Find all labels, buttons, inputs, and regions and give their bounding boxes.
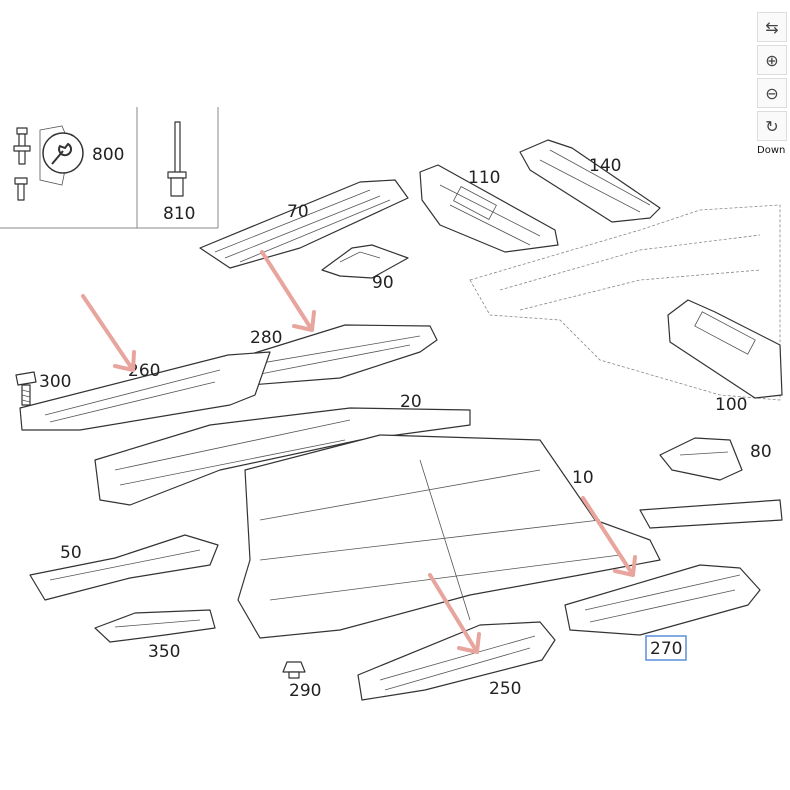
highlight-box-270 [645, 635, 687, 661]
label-110[interactable]: 110 [468, 168, 500, 188]
rotate-icon[interactable]: ↻ [757, 111, 787, 141]
part-290-grommet[interactable] [282, 661, 306, 679]
wrench-icon [42, 132, 84, 174]
part-90-bracket[interactable] [321, 244, 409, 279]
label-300[interactable]: 300 [39, 372, 71, 392]
part-280-panel[interactable] [231, 324, 438, 386]
label-250[interactable]: 250 [489, 679, 521, 699]
indicator-arrows [81, 250, 637, 654]
part-100-sidemember[interactable] [667, 299, 783, 399]
label-270[interactable]: 270 [650, 639, 682, 659]
label-70[interactable]: 70 [287, 202, 309, 222]
part-300-screw[interactable] [15, 371, 37, 406]
part-250-panel[interactable] [357, 621, 556, 701]
part-810-rivet[interactable] [167, 121, 187, 197]
label-810[interactable]: 810 [163, 204, 195, 224]
inset-frames [0, 107, 219, 229]
label-280[interactable]: 280 [250, 328, 282, 348]
label-50[interactable]: 50 [60, 543, 82, 563]
label-260[interactable]: 260 [128, 361, 160, 381]
label-800[interactable]: 800 [92, 145, 124, 165]
part-140-bracket[interactable] [519, 139, 661, 223]
viewer-toolbar: ⇆ ⊕ ⊖ ↻ Down [755, 12, 790, 156]
label-290[interactable]: 290 [289, 681, 321, 701]
side-trim [639, 499, 783, 529]
part-350-bracket[interactable] [94, 609, 216, 643]
swap-icon[interactable]: ⇆ [757, 12, 787, 42]
label-10[interactable]: 10 [572, 468, 594, 488]
part-260-sill[interactable] [19, 351, 271, 431]
part-10-floorpan[interactable] [237, 434, 661, 639]
label-80[interactable]: 80 [750, 442, 772, 462]
label-90[interactable]: 90 [372, 273, 394, 293]
vehicle-floor-ghost [469, 204, 781, 401]
zoom-in-icon[interactable]: ⊕ [757, 45, 787, 75]
part-270-panel[interactable] [564, 564, 761, 636]
download-label[interactable]: Down [757, 145, 786, 156]
zoom-out-icon[interactable]: ⊖ [757, 78, 787, 108]
part-20-member[interactable] [94, 407, 471, 506]
label-140[interactable]: 140 [589, 156, 621, 176]
label-100[interactable]: 100 [715, 395, 747, 415]
label-20[interactable]: 20 [400, 392, 422, 412]
part-50-member[interactable] [29, 534, 219, 601]
label-350[interactable]: 350 [148, 642, 180, 662]
part-80-bracket[interactable] [659, 437, 743, 481]
part-110-crossmember[interactable] [419, 164, 559, 253]
part-70-rail[interactable] [199, 179, 409, 269]
